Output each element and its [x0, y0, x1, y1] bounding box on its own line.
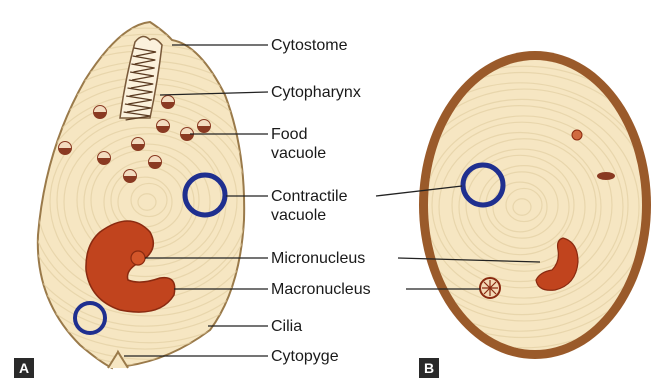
cyst-granule-1: [572, 130, 582, 140]
label-macronucleus: Macronucleus: [271, 280, 371, 299]
label-contractile-vacuole: Contractile vacuole: [271, 187, 347, 225]
cyst-body: [428, 60, 642, 350]
cyst-micronucleus-cross: [482, 280, 498, 296]
label-cytostome: Cytostome: [271, 36, 347, 55]
panel-tag-a: A: [14, 358, 34, 378]
cyst-cell: [324, 23, 669, 380]
label-cytopharynx: Cytopharynx: [271, 83, 361, 102]
panel-tag-b: B: [419, 358, 439, 378]
label-micronucleus: Micronucleus: [271, 249, 365, 268]
label-cytopyge: Cytopyge: [271, 347, 339, 366]
label-cilia: Cilia: [271, 317, 302, 336]
micronucleus-shape: [131, 251, 145, 265]
label-food-vacuole: Food vacuole: [271, 125, 326, 163]
cyst-granule-2: [597, 172, 615, 180]
